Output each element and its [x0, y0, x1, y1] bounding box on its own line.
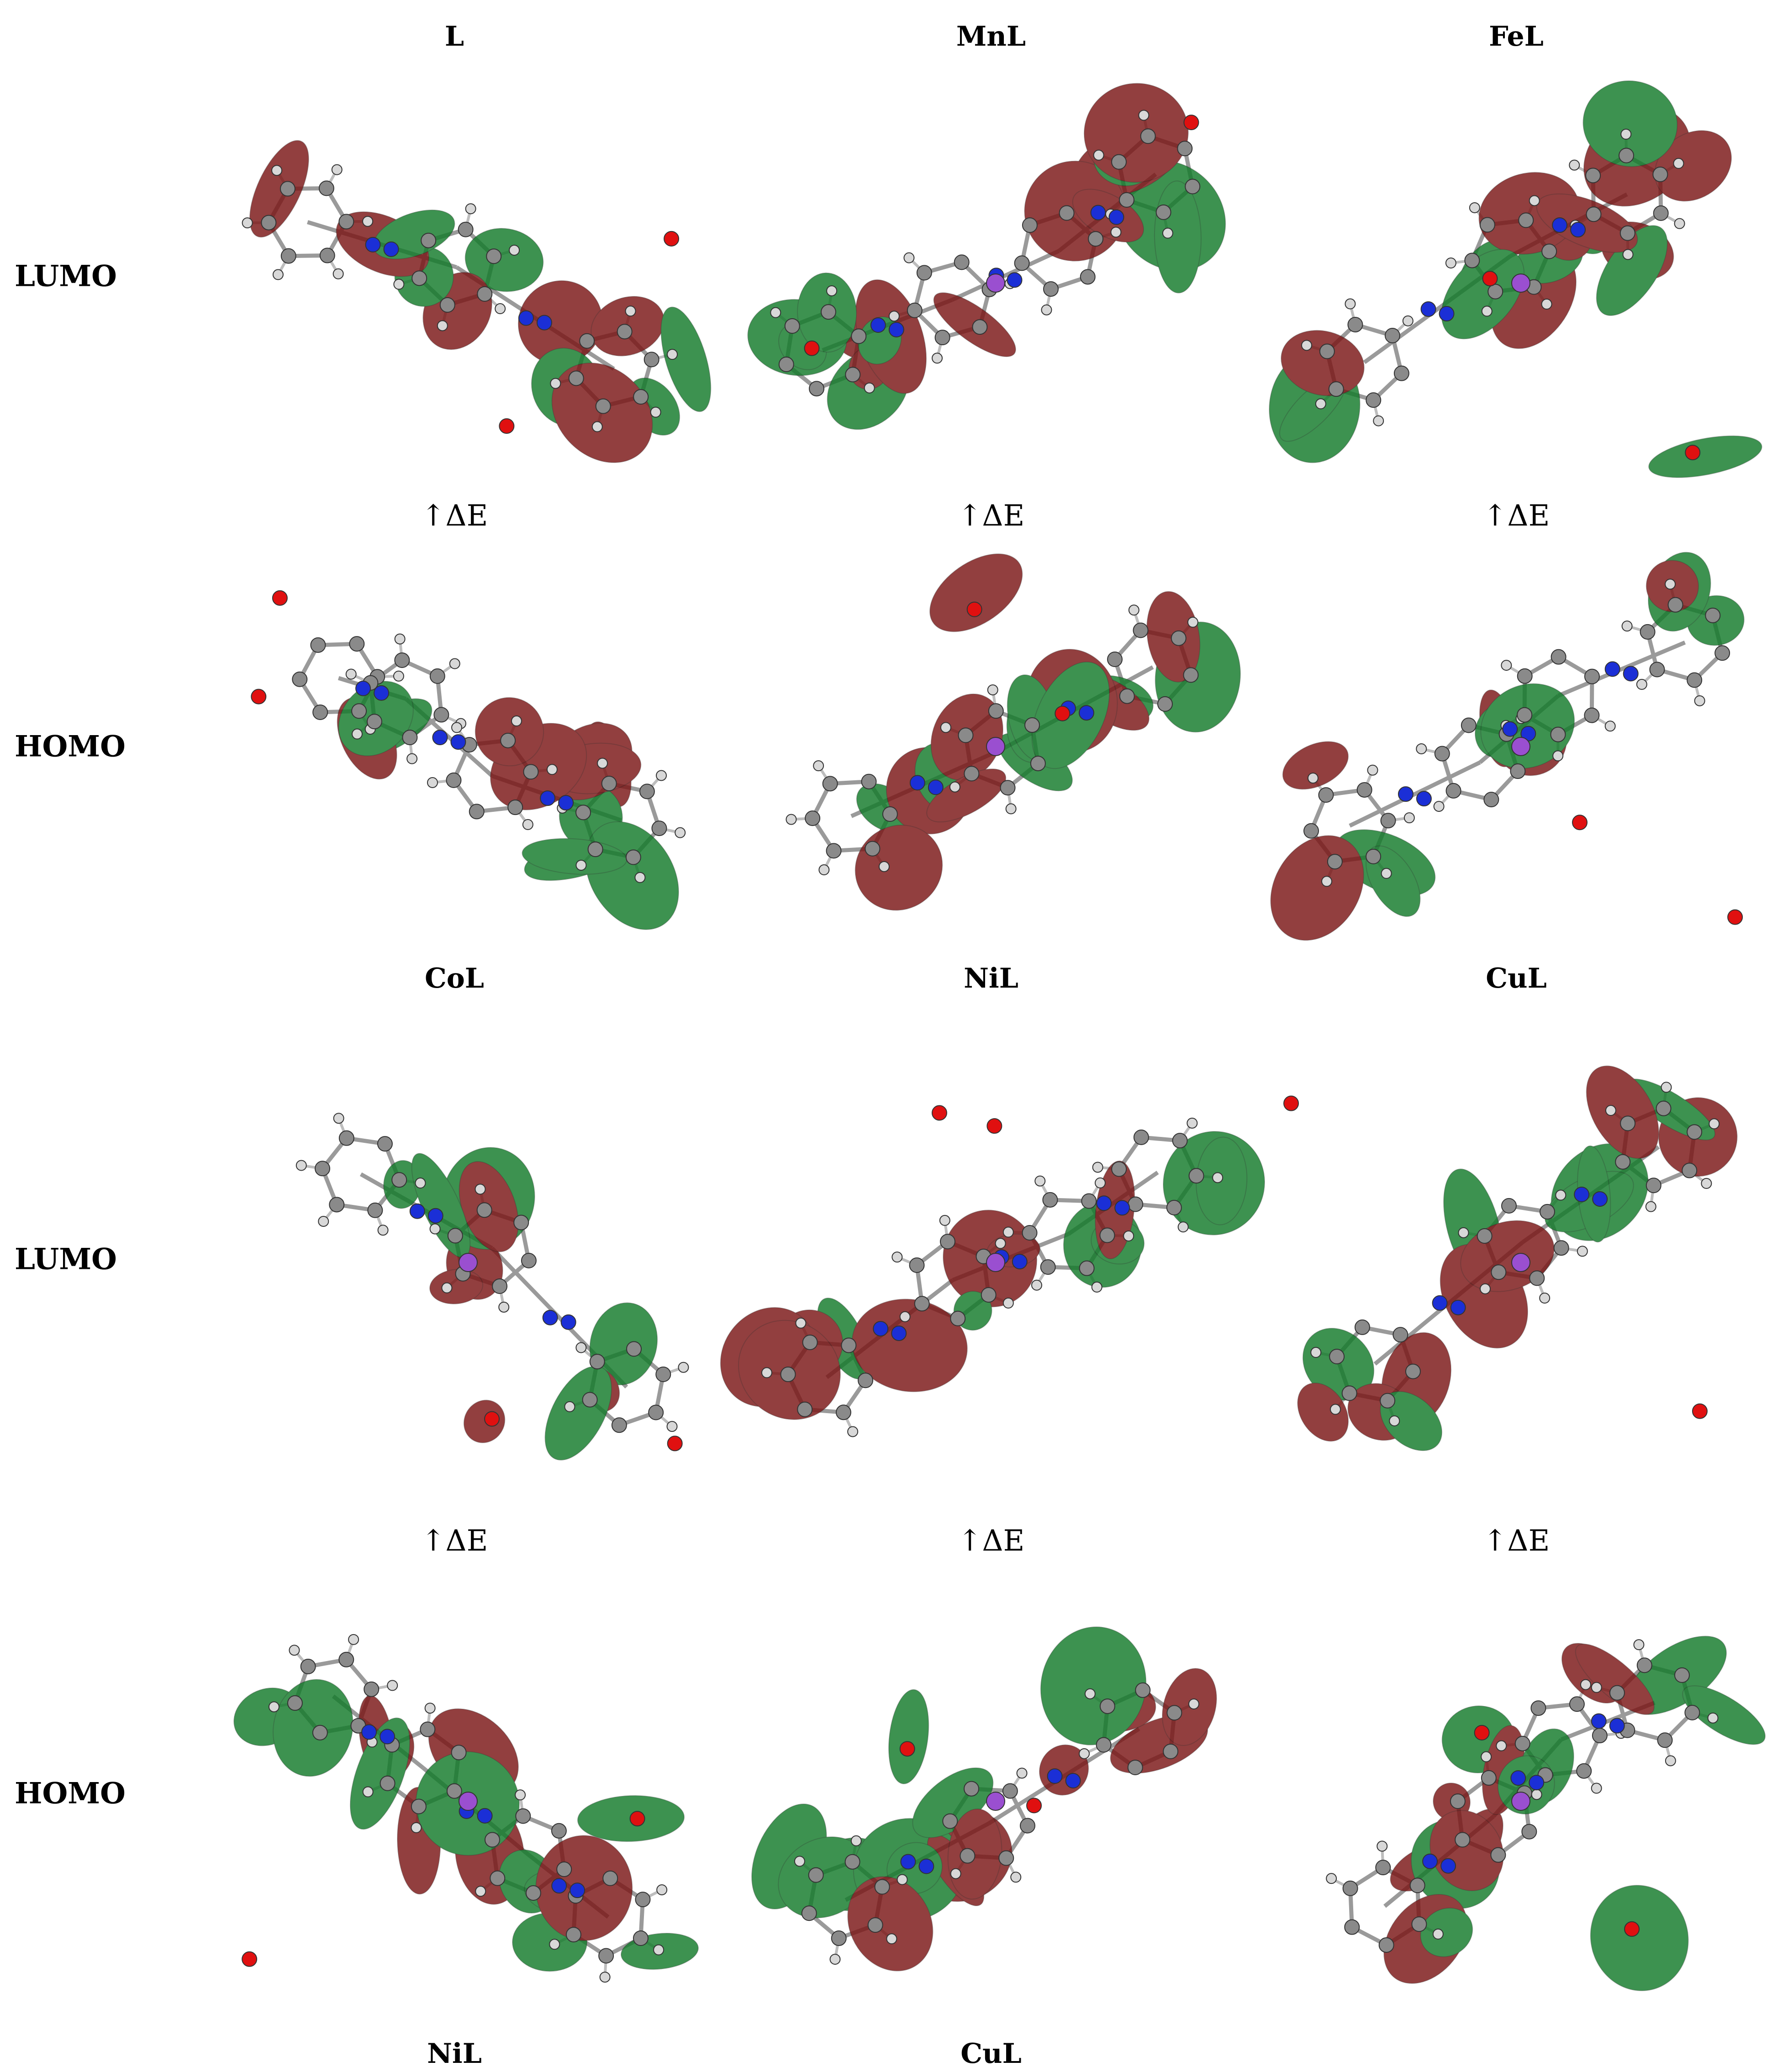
orbital-lobes: [1383, 1636, 1766, 1992]
orbital-panel-mnl-homo: [710, 539, 1281, 954]
atoms: [786, 601, 1199, 876]
energy-gap-label-mnl: ↑ΔE: [957, 499, 1025, 533]
orbital-lobes: [854, 553, 1241, 911]
column-label-cul-bottom: CuL: [960, 2038, 1022, 2070]
atoms: [761, 1105, 1224, 1437]
atoms: [251, 590, 686, 883]
atoms: [794, 1682, 1199, 1965]
molecule-render: [1283, 1065, 1738, 1451]
orbital-panel-cul-lumo: [1235, 1009, 1788, 1516]
energy-gap-label-nil: ↑ΔE: [957, 1524, 1025, 1558]
column-label-col: CoL: [425, 962, 484, 994]
orbital-panel-cul-homo: [1235, 1566, 1788, 2036]
orbital-lobes: [720, 1131, 1266, 1420]
atoms: [242, 164, 680, 434]
orbital-panel-col-lumo: [183, 1009, 754, 1516]
molecule-render: [295, 1113, 689, 1461]
orbital-panel-fel-homo: [1235, 539, 1788, 954]
atoms: [770, 110, 1201, 397]
column-label-mnl: MnL: [956, 21, 1026, 53]
molecule-render: [242, 140, 712, 463]
atoms: [242, 1634, 668, 1983]
atoms: [1303, 578, 1743, 925]
orbital-lobes: [751, 1626, 1217, 1972]
molecule-render: [1270, 552, 1745, 941]
molecule-render: [251, 590, 686, 930]
orbital-panel-col-homo: [183, 1566, 754, 2036]
energy-gap-label-cul: ↑ΔE: [1482, 1524, 1550, 1558]
orbital-lobes: [383, 1147, 658, 1461]
molecule-render: [720, 1105, 1266, 1437]
orbital-panel-mnl-lumo: [710, 73, 1281, 493]
orbital-panel-l-lumo: [183, 73, 754, 493]
energy-gap-label-fel: ↑ΔE: [1482, 499, 1550, 533]
orbital-lobes: [1269, 80, 1762, 478]
atoms: [1283, 1082, 1720, 1426]
row-label-homo-1: HOMO: [15, 729, 126, 764]
orbital-panel-nil-homo: [710, 1566, 1281, 2036]
molecule-render: [751, 1626, 1217, 1972]
column-label-l: L: [444, 21, 464, 53]
orbital-lobes: [249, 140, 712, 463]
molecule-render: [1326, 1636, 1766, 1992]
molecule-render: [1269, 80, 1762, 478]
orbital-lobes: [233, 1679, 699, 1972]
atoms: [295, 1113, 689, 1451]
column-label-cul: CuL: [1486, 962, 1547, 994]
energy-gap-label-col: ↑ΔE: [421, 1524, 488, 1558]
column-label-fel: FeL: [1489, 21, 1544, 53]
orbital-panel-nil-lumo: [710, 1009, 1281, 1516]
molecule-render: [786, 553, 1241, 911]
atoms: [1326, 1639, 1719, 1953]
atoms: [1301, 128, 1701, 461]
row-label-homo-2: HOMO: [15, 1776, 126, 1811]
molecule-render: [233, 1634, 699, 1983]
energy-gap-label-l: ↑ΔE: [421, 499, 488, 533]
row-label-lumo-1: LUMO: [15, 259, 117, 294]
row-label-lumo-2: LUMO: [15, 1242, 117, 1277]
orbital-panel-l-homo: [183, 539, 754, 954]
column-label-nil-bottom: NiL: [427, 2038, 482, 2070]
orbital-panel-fel-lumo: [1235, 73, 1788, 493]
molecule-render: [747, 83, 1226, 430]
column-label-nil: NiL: [964, 962, 1018, 994]
